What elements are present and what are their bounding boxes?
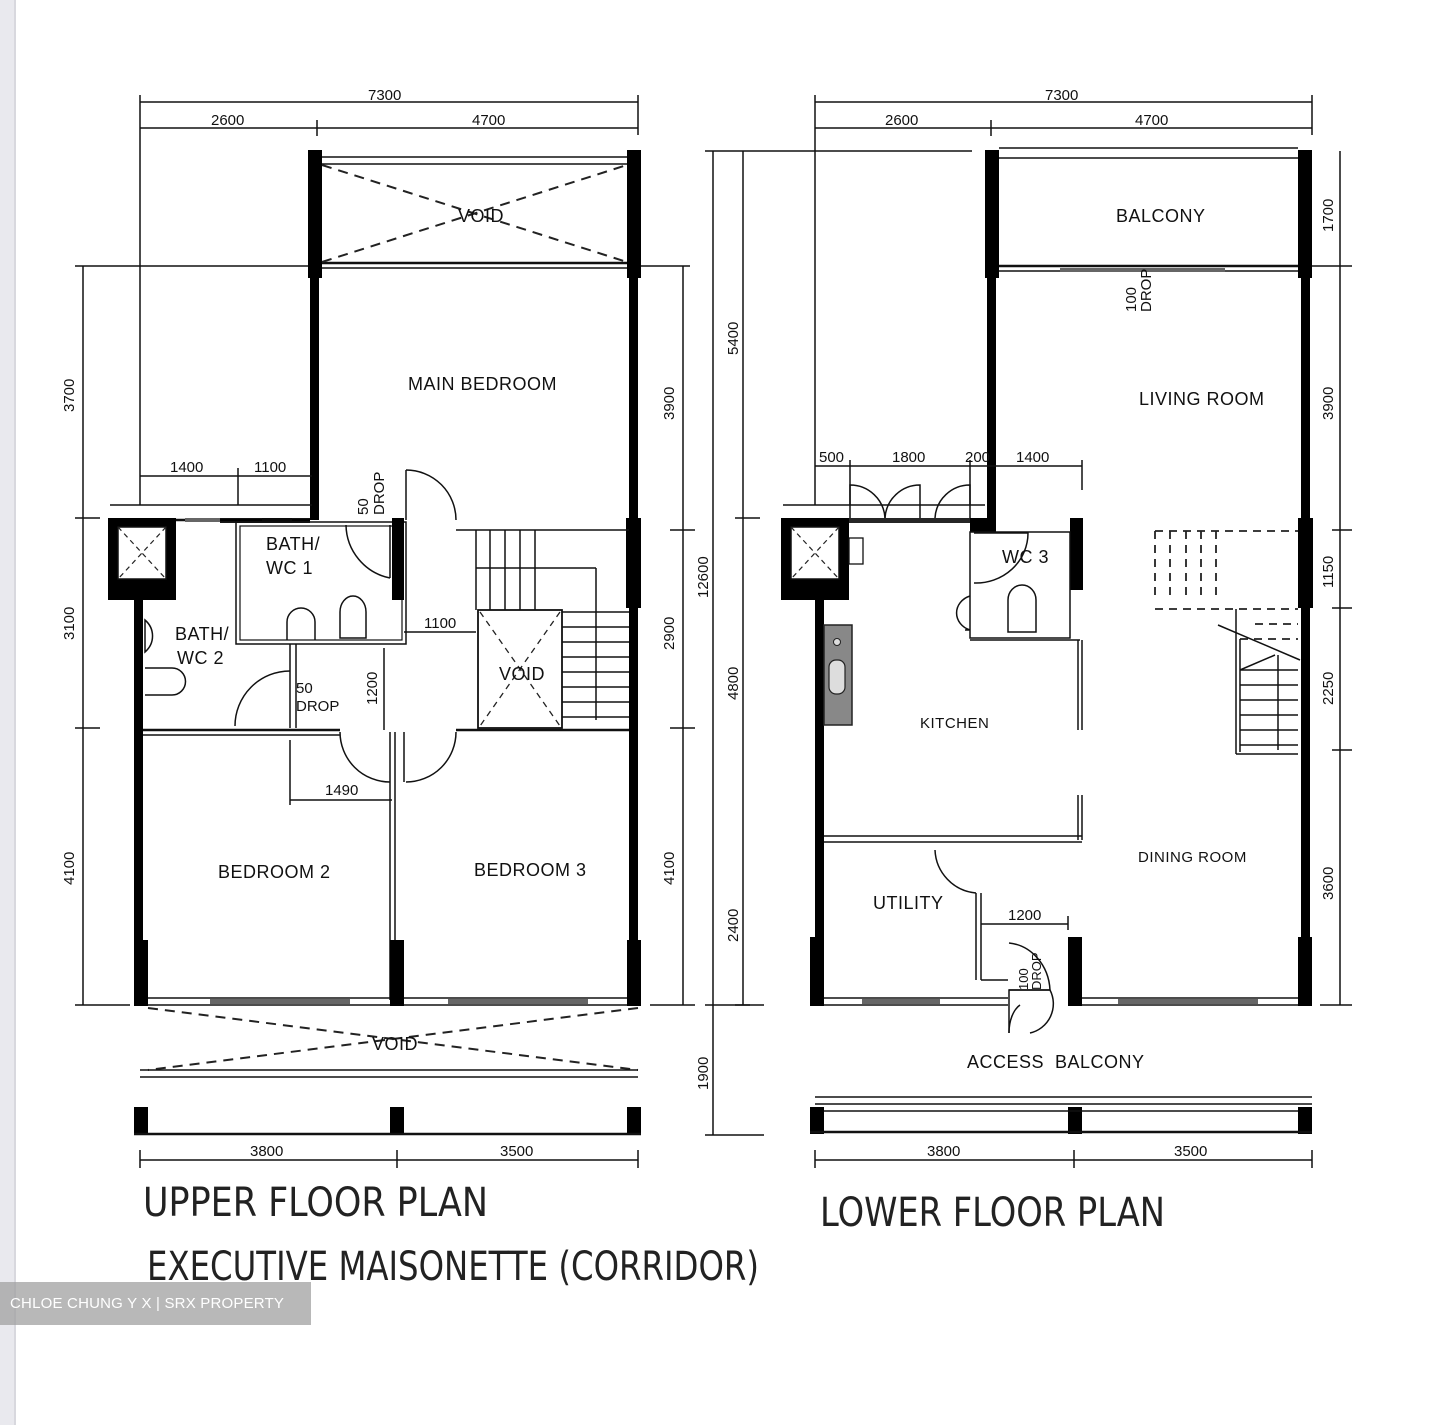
label-kitchen: KITCHEN [920, 715, 989, 732]
label-utility: UTILITY [873, 893, 944, 913]
label-bath-wc1-line2: WC 1 [266, 558, 313, 578]
label-lower-drop1-num: 100 [1123, 287, 1140, 312]
dim-lower-top-left: 2600 [885, 112, 918, 129]
dim-upper-corridor-1200: 1200 [364, 672, 381, 705]
dim-upper-top-left: 2600 [211, 112, 244, 129]
dim-upper-bottom-3500: 3500 [500, 1143, 533, 1160]
dim-upper-corridor-1100: 1100 [424, 615, 456, 632]
upper-plan-title: UPPER FLOOR PLAN [143, 1180, 488, 1226]
dim-lower-1200: 1200 [1008, 907, 1041, 924]
dim-upper-left-3100: 3100 [61, 607, 78, 640]
dim-upper-corridor-1490: 1490 [325, 782, 358, 799]
label-lower-drop1-txt: DROP [1138, 269, 1155, 312]
watermark-banner: CHLOE CHUNG Y X | SRX PROPERTY [0, 1282, 311, 1325]
dim-lower-left-1900: 1900 [695, 1057, 712, 1090]
label-bedroom-2: BEDROOM 2 [218, 862, 331, 882]
dim-upper-right-3900: 3900 [661, 387, 678, 420]
label-upper-drop1-txt: DROP [371, 472, 388, 515]
dim-lower-500: 500 [819, 449, 844, 466]
dim-lower-1800: 1800 [892, 449, 925, 466]
dim-lower-right-3900: 3900 [1320, 387, 1337, 420]
dim-upper-bottom-3800: 3800 [250, 1143, 283, 1160]
dim-lower-right-1700: 1700 [1320, 199, 1337, 232]
dim-upper-top-right: 4700 [472, 112, 505, 129]
label-living-room: LIVING ROOM [1139, 389, 1265, 409]
dim-lower-200: 200 [965, 449, 990, 466]
label-upper-void-stair: VOID [499, 664, 545, 684]
label-upper-drop2-txt: DROP [296, 698, 339, 715]
dim-lower-left-4800: 4800 [725, 667, 742, 700]
dim-lower-top-right: 4700 [1135, 112, 1168, 129]
dim-upper-1100: 1100 [254, 459, 286, 476]
dim-lower-right-1150: 1150 [1320, 556, 1337, 588]
label-upper-void-bottom: VOID [372, 1034, 418, 1054]
label-bath-wc2-line2: WC 2 [177, 648, 224, 668]
label-balcony: BALCONY [1116, 206, 1206, 226]
label-upper-drop2-num: 50 [296, 680, 313, 697]
label-bath-wc1-line1: BATH/ [266, 534, 320, 554]
dim-upper-right-2900: 2900 [661, 617, 678, 650]
label-bedroom-3: BEDROOM 3 [474, 860, 587, 880]
left-frame-edge [0, 0, 16, 1425]
lower-plan-title: LOWER FLOOR PLAN [820, 1190, 1165, 1236]
dim-upper-right-4100: 4100 [661, 852, 678, 885]
label-dining-room: DINING ROOM [1138, 849, 1247, 866]
lower-floor-plan: 7300 2600 4700 5400 12600 4800 2400 1900… [695, 87, 1352, 1236]
dim-lower-right-2250: 2250 [1320, 672, 1337, 705]
dim-lower-left-12600: 12600 [695, 556, 712, 598]
label-main-bedroom: MAIN BEDROOM [408, 374, 557, 394]
dim-upper-left-3700: 3700 [61, 379, 78, 412]
label-upper-drop1-num: 50 [355, 498, 372, 515]
label-bath-wc2-line1: BATH/ [175, 624, 229, 644]
label-lower-drop2-txt: DROP [1029, 952, 1044, 990]
dim-lower-right-3600: 3600 [1320, 867, 1337, 900]
dim-upper-top-total: 7300 [368, 87, 401, 104]
dim-upper-left-4100: 4100 [61, 852, 78, 885]
dim-upper-1400: 1400 [170, 459, 203, 476]
label-lower-drop2-num: 100 [1016, 968, 1031, 990]
upper-floor-plan: 7300 2600 4700 VOID 3700 3100 4100 3900 … [61, 87, 759, 1290]
label-upper-void-top: VOID [458, 206, 504, 226]
dim-lower-left-2400: 2400 [725, 909, 742, 942]
dim-lower-bottom-3500: 3500 [1174, 1143, 1207, 1160]
dim-lower-bottom-3800: 3800 [927, 1143, 960, 1160]
label-access-balcony: ACCESS BALCONY [967, 1052, 1145, 1072]
label-wc3: WC 3 [1002, 547, 1049, 567]
dim-lower-top-total: 7300 [1045, 87, 1078, 104]
dim-lower-1400: 1400 [1016, 449, 1049, 466]
dim-lower-left-5400: 5400 [725, 322, 742, 355]
